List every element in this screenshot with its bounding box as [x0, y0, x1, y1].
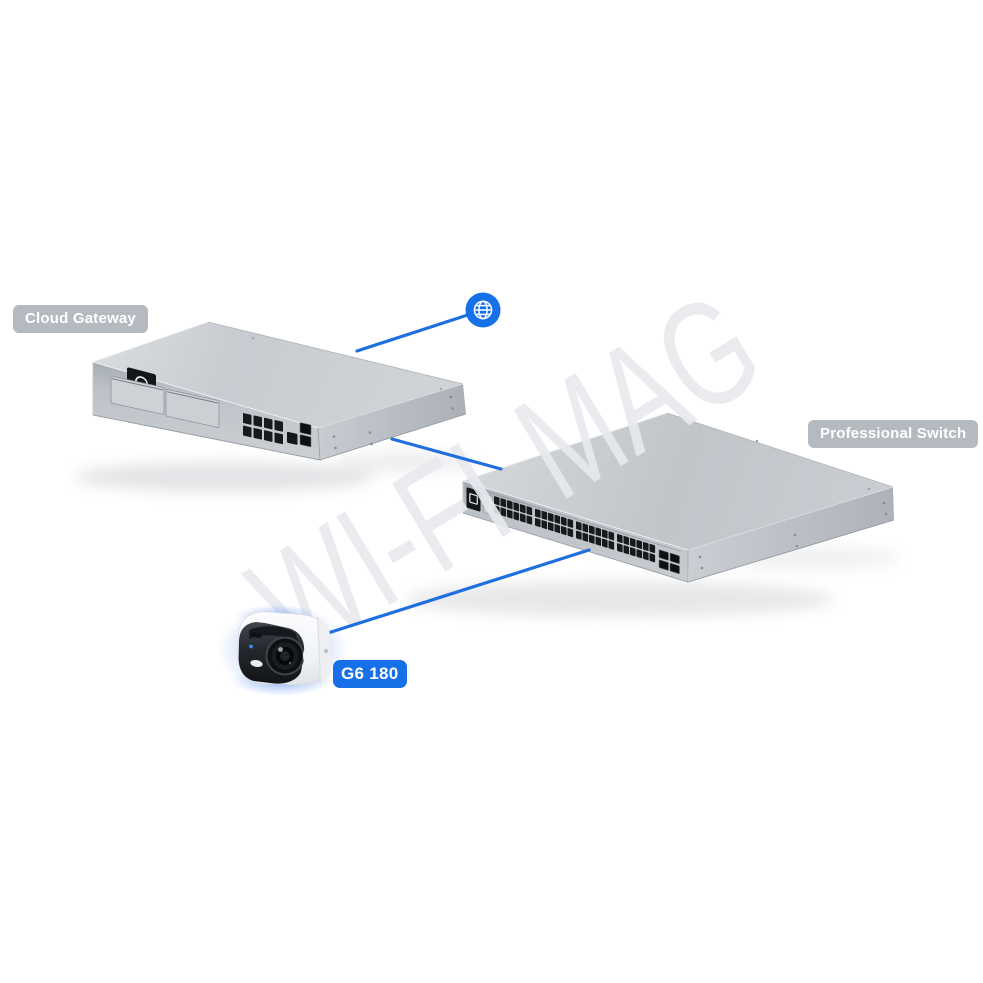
ethernet-port: [264, 430, 273, 442]
sfp-port: [299, 434, 312, 448]
ethernet-port: [561, 516, 567, 526]
sfp-port: [299, 422, 312, 436]
sfp-port: [669, 562, 680, 575]
ethernet-port: [608, 531, 615, 541]
ethernet-port: [589, 525, 595, 535]
gateway-port-grid: [243, 413, 283, 445]
switch-port-grid: [494, 496, 656, 563]
ethernet-port: [253, 427, 262, 440]
ethernet-port: [561, 526, 567, 536]
drive-bay: [110, 375, 165, 415]
ethernet-port: [520, 504, 526, 514]
ethernet-port: [541, 510, 548, 520]
ethernet-port: [649, 553, 656, 563]
ethernet-port: [623, 535, 630, 546]
ethernet-port: [582, 532, 589, 542]
camera-side-light: [303, 649, 310, 665]
wan-port: [287, 431, 298, 445]
ethernet-port: [507, 509, 513, 519]
camera-mic-slot: [250, 632, 262, 638]
ethernet-port: [636, 539, 643, 550]
sfp-port: [658, 549, 669, 561]
ethernet-port: [630, 537, 636, 548]
ethernet-port: [589, 534, 595, 544]
ethernet-port: [567, 528, 574, 538]
connection-line-gateway-internet: [355, 308, 485, 353]
professional-switch-device: [462, 412, 895, 583]
ethernet-port: [554, 514, 561, 524]
ethernet-port: [243, 425, 252, 438]
ethernet-port: [643, 541, 649, 552]
blank-pad: [483, 493, 493, 506]
ethernet-port: [513, 511, 520, 521]
ethernet-port: [576, 521, 582, 531]
ethernet-port: [274, 432, 283, 445]
ethernet-port: [617, 543, 623, 553]
cloud-gateway-device: [92, 321, 467, 461]
ethernet-port: [494, 505, 500, 515]
ethernet-port: [494, 496, 500, 506]
ethernet-port: [535, 508, 541, 518]
ethernet-port: [526, 515, 533, 525]
camera-mount-screw: [324, 649, 328, 653]
ethernet-port: [513, 502, 520, 512]
ethernet-port: [243, 413, 252, 425]
sfp-port: [669, 552, 680, 565]
camera-status-led: [249, 644, 253, 649]
ethernet-port: [548, 512, 554, 522]
connection-line-switch-camera: [326, 548, 591, 635]
ethernet-port: [567, 518, 574, 528]
gateway-screws: [251, 336, 454, 450]
switch-screws: [698, 439, 888, 570]
ethernet-port: [602, 529, 608, 539]
ethernet-port: [526, 506, 533, 516]
ethernet-port: [500, 507, 507, 517]
ethernet-port: [602, 538, 608, 548]
label-camera-g6-180: G6 180: [333, 660, 407, 689]
ethernet-port: [595, 527, 602, 537]
ethernet-port: [595, 536, 602, 546]
switch-front-details: [466, 487, 681, 575]
ethernet-port: [535, 518, 541, 528]
gateway-sfp-grid: [299, 422, 312, 448]
ethernet-port: [623, 545, 630, 555]
ethernet-port: [274, 420, 283, 432]
ethernet-port: [500, 498, 507, 508]
ethernet-port: [636, 549, 643, 559]
ethernet-port: [608, 540, 615, 550]
connection-line-gateway-switch: [390, 437, 503, 471]
gateway-front-details: [110, 375, 312, 448]
ethernet-port: [264, 417, 273, 430]
switch-display: [466, 487, 481, 512]
sfp-port: [658, 559, 669, 571]
drive-bay: [165, 388, 220, 428]
ethernet-port: [548, 522, 554, 532]
camera-device: [217, 604, 349, 696]
globe-icon: [465, 292, 501, 328]
ethernet-port: [643, 551, 649, 561]
ethernet-port: [649, 543, 656, 554]
ethernet-port: [582, 523, 589, 533]
ethernet-port: [520, 513, 526, 523]
ethernet-port: [541, 520, 548, 530]
ethernet-port: [507, 500, 513, 510]
blank-pad: [483, 503, 493, 516]
ethernet-port: [576, 530, 582, 540]
ethernet-port: [253, 415, 262, 428]
label-cloud-gateway: Cloud Gateway: [13, 305, 148, 333]
camera-lens: [265, 636, 305, 676]
label-professional-switch: Professional Switch: [808, 420, 979, 448]
switch-sfp-grid: [658, 549, 680, 575]
ethernet-port: [554, 524, 561, 534]
camera-ir-window: [250, 659, 263, 668]
ethernet-port: [630, 547, 636, 557]
ethernet-port: [617, 533, 623, 544]
